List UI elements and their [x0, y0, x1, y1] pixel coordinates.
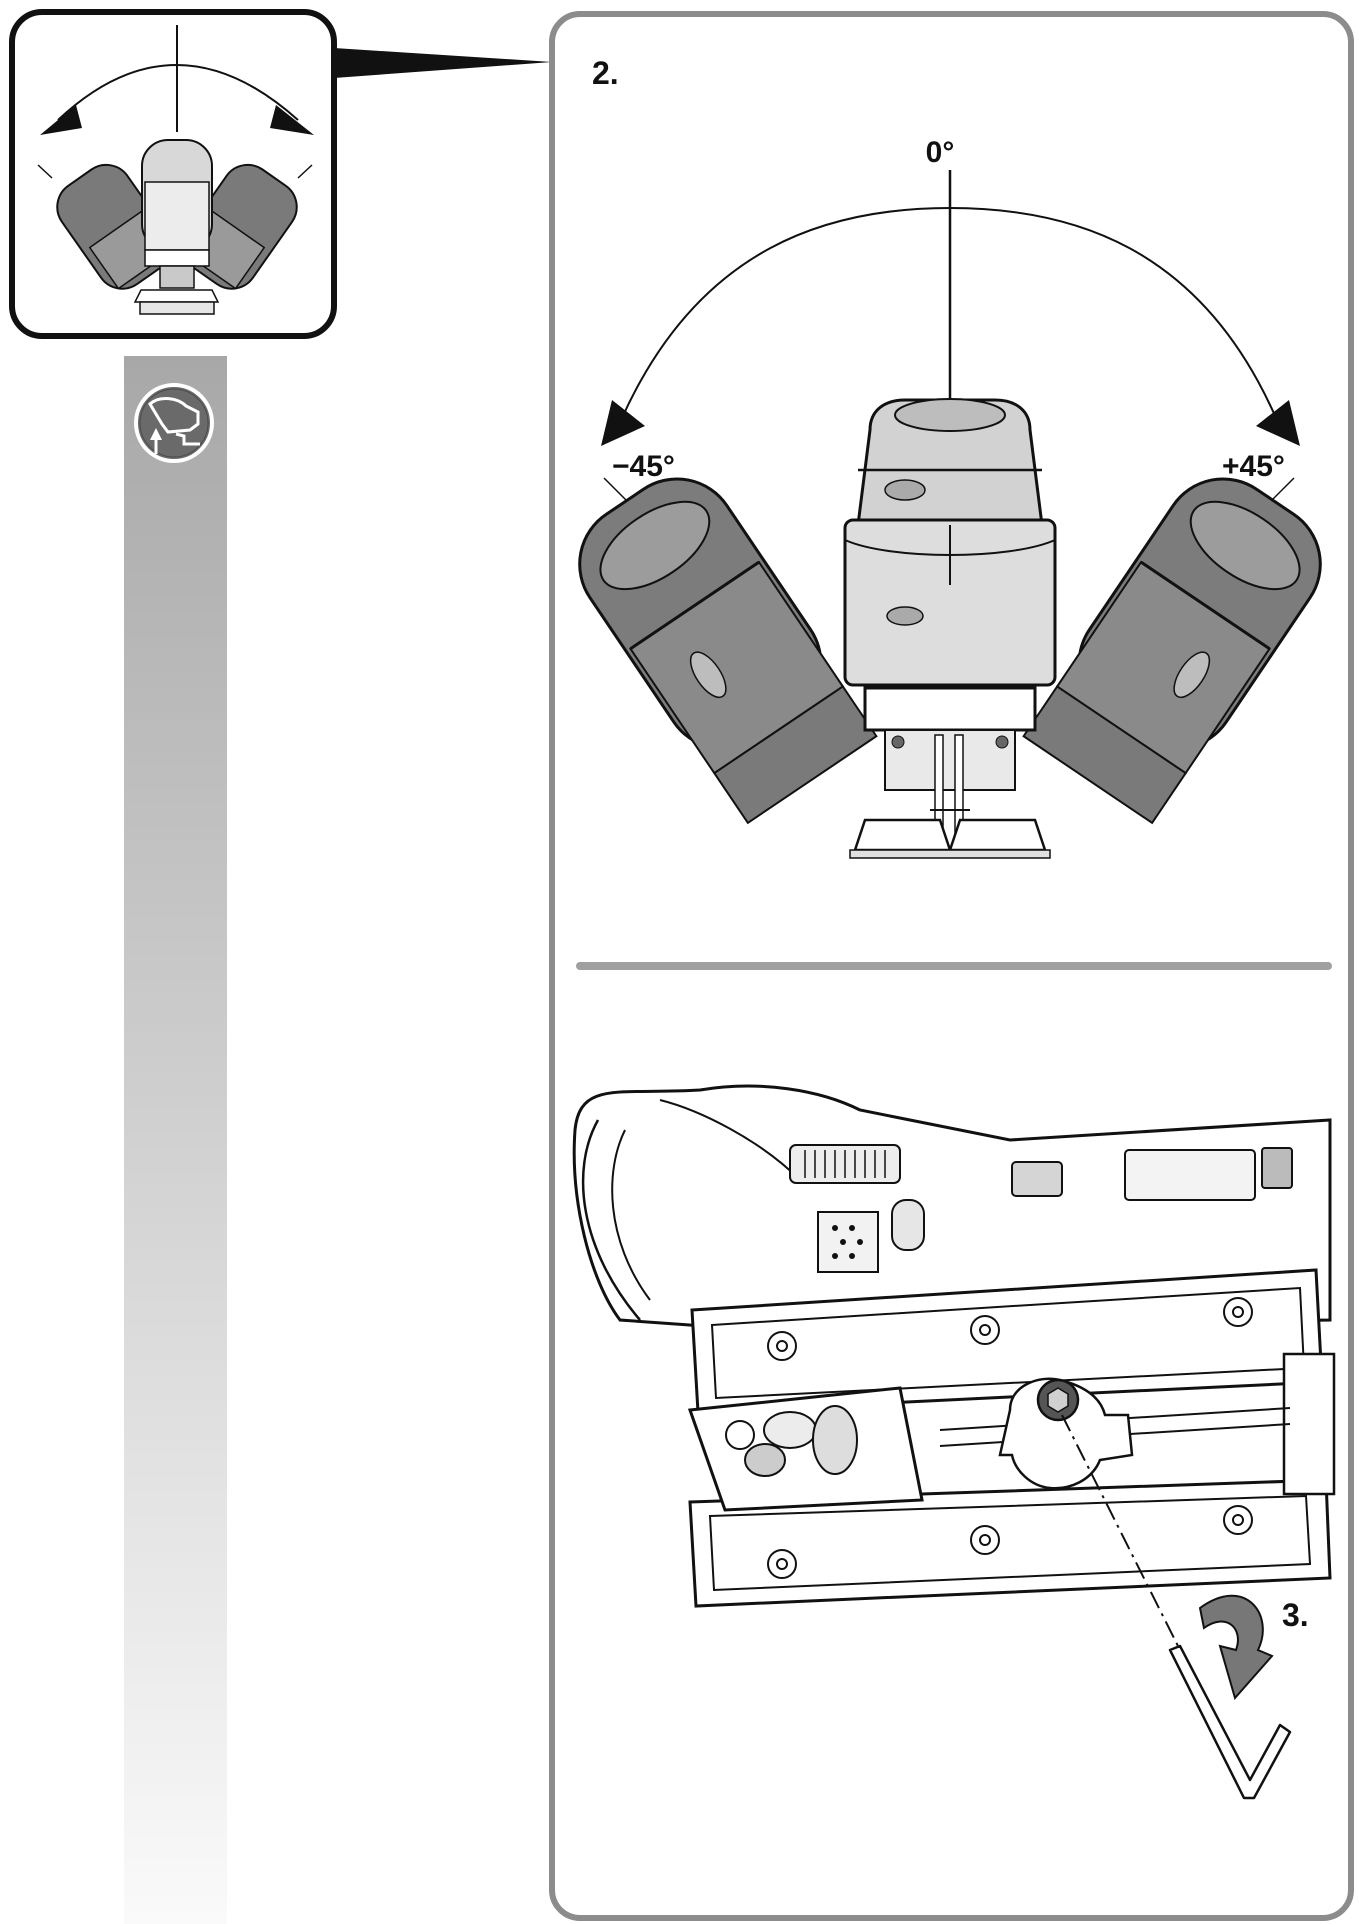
bevel-angle-diagram: 0° −45° +45°	[578, 136, 1322, 859]
side-gradient-strip	[124, 356, 227, 1924]
step-three-label: 3.	[1282, 1597, 1309, 1633]
angle-label-center: 0°	[926, 136, 955, 169]
clockwise-arrow-icon	[1198, 1594, 1274, 1701]
alignment-dash-line	[1061, 1414, 1181, 1651]
base-plate-diagram: 3.	[572, 1084, 1336, 1800]
right-arc-arrowhead	[1256, 400, 1300, 446]
bevel-clamp-bracket	[998, 1377, 1134, 1490]
jigsaw-body-right-tilted	[1022, 477, 1322, 825]
plate-screws	[767, 1297, 1253, 1579]
left-arc-arrowhead	[601, 400, 645, 446]
jigsaw-body-upright	[843, 398, 1057, 859]
jigsaw-adjust-badge-icon	[134, 383, 214, 463]
jigsaw-housing	[572, 1084, 1332, 1332]
angle-label-right: +45°	[1222, 450, 1285, 483]
inset-detail-box	[9, 9, 552, 339]
bevel-arc	[621, 206, 1277, 419]
hex-key-icon	[1168, 1644, 1292, 1800]
angle-label-left: −45°	[612, 450, 675, 483]
callout-pointer	[334, 48, 552, 78]
step-two-label: 2.	[592, 55, 619, 91]
hex-socket-screw	[1036, 1378, 1080, 1422]
jigsaw-body-left-tilted	[578, 477, 878, 825]
jigsaw-bevel-detail-icon	[37, 25, 314, 315]
